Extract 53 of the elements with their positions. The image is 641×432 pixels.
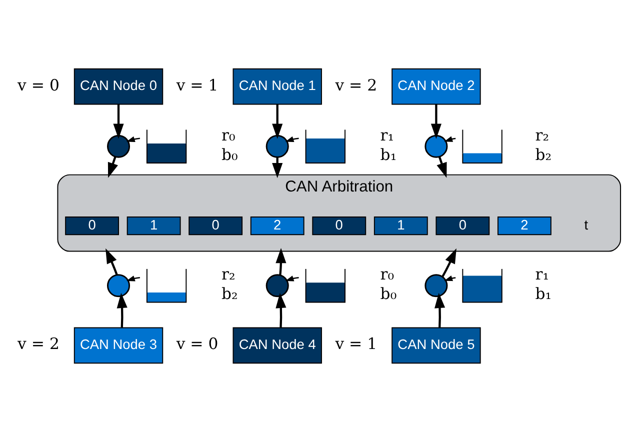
node-label: v = 0 [18,75,60,94]
arrow [285,276,299,282]
node-label: v = 1 [176,75,218,94]
node-label: r₂ [221,264,236,284]
node-circle [107,134,130,158]
node-label: v = 1 [335,334,378,354]
node-label: b₁ [535,284,552,304]
node-circle [424,134,448,158]
node-box: CAN Node 2 [392,68,481,105]
node-box: CAN Node 3 [74,327,164,364]
node-box: 0 [312,216,366,236]
node-label: v = 0 [176,334,218,354]
arrow [434,292,446,328]
arrow [285,136,299,142]
node-box: 1 [374,216,428,236]
node-label: b₀ [221,144,238,164]
node-box: 0 [65,216,119,236]
arrow [126,136,140,142]
node-box: CAN Node 4 [232,327,322,364]
arrow [276,292,286,328]
node-circle [266,134,289,158]
node-label: r₁ [535,264,550,284]
node-circle [107,274,130,298]
arrow [272,104,283,139]
node-label: r₀ [380,264,394,284]
node-box: 0 [436,216,490,236]
arrow [442,248,456,278]
arrow [106,248,118,276]
arrow [430,104,442,139]
node-label: r₀ [221,125,236,144]
arrow [444,136,456,142]
node-box: 2 [497,216,552,236]
node-box: CAN Node 1 [232,68,322,105]
node-circle [266,274,289,298]
node-label: r₁ [380,125,394,144]
node-label: v = 2 [18,334,60,354]
arrow [126,276,140,282]
node-label: b₂ [221,284,238,304]
arrow [276,248,286,276]
label: t [584,217,588,232]
node-label: r₂ [535,125,550,144]
node-box: CAN Node 5 [392,327,481,364]
node-circle [424,274,448,298]
node-label: b₁ [380,144,397,164]
arrow [113,104,124,139]
node-box: 0 [188,216,243,236]
node-box: 1 [126,216,181,236]
node-label: b₂ [535,144,552,164]
node-box: CAN Node 0 [74,68,164,105]
arrow [116,292,128,328]
node-label: v = 2 [335,75,378,94]
node-label: b₀ [380,284,397,304]
node-box: 2 [250,216,304,236]
